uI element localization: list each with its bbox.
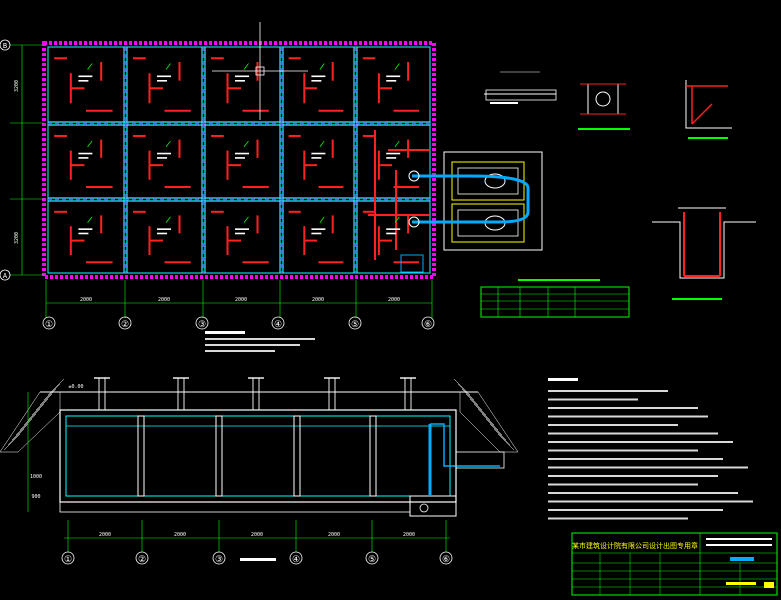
plan-caption (205, 331, 315, 352)
section-axis-2: ② (138, 555, 146, 565)
plan-dim-1: 2000 (80, 297, 92, 303)
section-level: ±0.00 (68, 384, 83, 390)
inlet-chamber-plan (400, 151, 543, 273)
section-view: ① ② ③ ④ ⑤ ⑥ 2000 2000 2000 2000 2000 ±0.… (0, 377, 519, 565)
section-axis-5: ⑤ (368, 555, 376, 565)
plan-vdim-1: 3200 (14, 80, 20, 92)
section-dimensions: 2000 2000 2000 2000 2000 ±0.00 1000 900 (30, 384, 415, 538)
detail-section-chamber (652, 207, 756, 300)
plan-axis-1: ① (45, 320, 53, 330)
plan-dim-2: 2000 (158, 297, 170, 303)
plan-axis-lines (10, 44, 433, 318)
plan-dim-3: 2000 (235, 297, 247, 303)
plan-dim-5: 2000 (388, 297, 400, 303)
plan-partition-magenta (48, 47, 430, 273)
plan-vdim-2: 3200 (14, 232, 20, 244)
section-dim-5: 2000 (403, 532, 415, 538)
plan-axis-3: ③ (198, 320, 206, 330)
section-elev-1: 1000 (30, 474, 42, 480)
plan-row-a: A (3, 272, 8, 280)
section-axis-3: ③ (215, 555, 223, 565)
title-block-institute: 某市建筑设计院有限公司设计出图专用章 (572, 541, 698, 550)
plan-axis-4: ④ (274, 320, 282, 330)
section-axis-1: ① (64, 555, 72, 565)
section-axis-lines (64, 520, 450, 552)
plan-inner-edge (47, 46, 431, 274)
plan-rebar-marks (54, 57, 430, 264)
detail-sketch-3 (685, 80, 732, 139)
design-notes (548, 378, 753, 520)
section-dim-2: 2000 (174, 532, 186, 538)
plan-outer-wall (42, 41, 436, 279)
plan-axis-bubbles: ① ② ③ ④ ⑤ ⑥ B A (0, 39, 435, 330)
section-tank (59, 409, 457, 503)
rebar-table (480, 279, 630, 318)
plan-dim-4: 2000 (312, 297, 324, 303)
section-axis-bubbles: ① ② ③ ④ ⑤ ⑥ (61, 551, 453, 565)
section-dim-1: 2000 (99, 532, 111, 538)
plan-cell-walls (48, 47, 430, 273)
section-axis-4: ④ (292, 555, 300, 565)
plan-view: ① ② ③ ④ ⑤ ⑥ B A 2000 2000 2000 2000 2000… (0, 22, 436, 352)
section-dim-4: 2000 (328, 532, 340, 538)
section-vent-pipes (94, 377, 416, 411)
plan-axis-2: ② (121, 320, 129, 330)
detail-sketch-2 (578, 83, 630, 130)
plan-rebar-notes (78, 63, 401, 235)
plan-axis-5: ⑤ (351, 320, 359, 330)
section-axis-6: ⑥ (442, 555, 450, 565)
plan-axis-6: ⑥ (424, 320, 432, 330)
cad-crosshair-cursor (212, 22, 308, 120)
plan-dimensions: 2000 2000 2000 2000 2000 3200 3200 (14, 80, 400, 303)
title-block: 某市建筑设计院有限公司设计出图专用章 (571, 532, 778, 596)
detail-sketch-1 (484, 71, 557, 104)
section-dim-3: 2000 (251, 532, 263, 538)
section-elev-2: 900 (31, 494, 40, 500)
plan-row-b: B (3, 42, 7, 50)
